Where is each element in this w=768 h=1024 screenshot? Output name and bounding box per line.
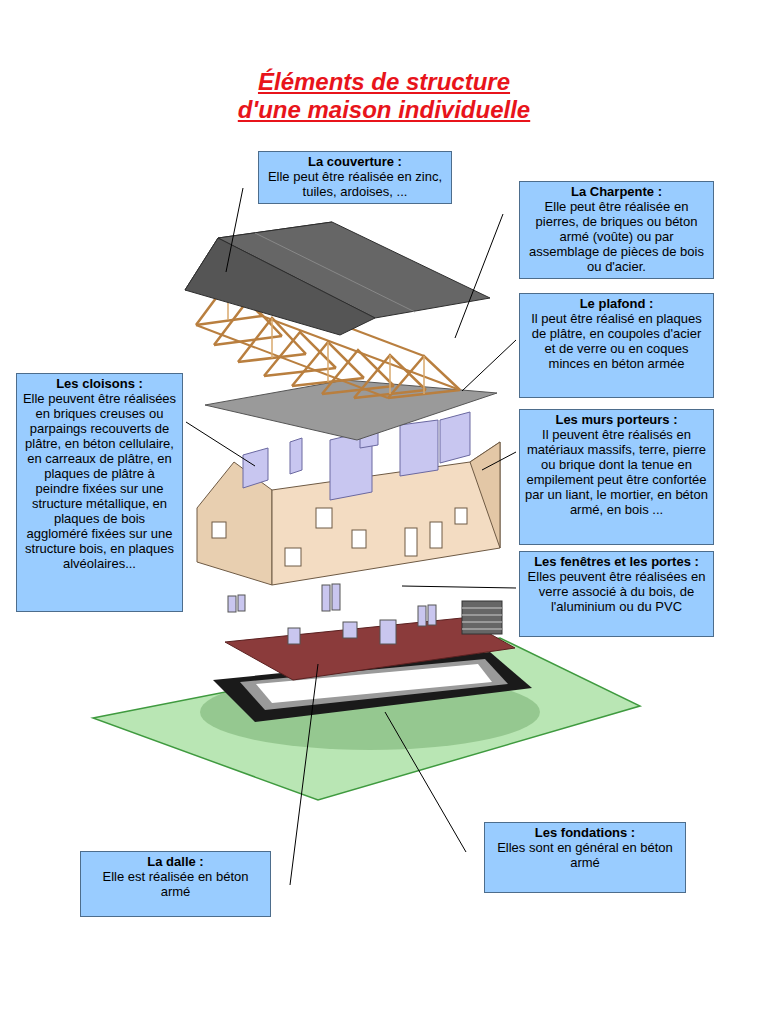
callout-box: La Charpente :Elle peut être réalisée en… [519,181,714,279]
page-title: Éléments de structure d'une maison indiv… [174,68,594,124]
box-heading: La dalle : [86,854,265,869]
box-body: Il peut être réalisé en plaques de plâtr… [525,311,708,371]
box-body: Il peuvent être réalisés en matériaux ma… [525,427,708,517]
box-heading: La couverture : [264,154,446,169]
leader-lines [186,188,516,885]
callout-box: Le plafond :Il peut être réalisé en plaq… [519,293,714,398]
callout-box: Les murs porteurs :Il peuvent être réali… [519,409,714,545]
box-heading: Les murs porteurs : [525,412,708,427]
callout-box: Les cloisons :Elle peuvent être réalisée… [16,373,183,612]
box-body: Elle est réalisée en béton armé [86,869,265,899]
callout-box: La couverture :Elle peut être réalisée e… [258,151,452,204]
box-body: Elles sont en général en béton armé [490,840,680,870]
roof-covering [185,222,490,335]
shutter [462,601,502,634]
box-body: Elle peut être réalisée en pierres, de b… [525,199,708,274]
box-body: Elle peuvent être réalisées en briques c… [22,391,177,571]
callout-box: La dalle :Elle est réalisée en béton arm… [80,851,271,917]
box-body: Elle peut être réalisée en zinc, tuiles,… [264,169,446,199]
box-heading: Les fenêtres et les portes : [525,554,708,569]
box-heading: Les fondations : [490,825,680,840]
callout-box: Les fenêtres et les portes :Elles peuven… [519,551,714,637]
box-heading: Les cloisons : [22,376,177,391]
box-body: Elles peuvent être réalisées en verre as… [525,569,708,614]
box-heading: La Charpente : [525,184,708,199]
callout-box: Les fondations :Elles sont en général en… [484,822,686,893]
windows [228,584,436,644]
box-heading: Le plafond : [525,296,708,311]
ceiling [205,380,497,440]
